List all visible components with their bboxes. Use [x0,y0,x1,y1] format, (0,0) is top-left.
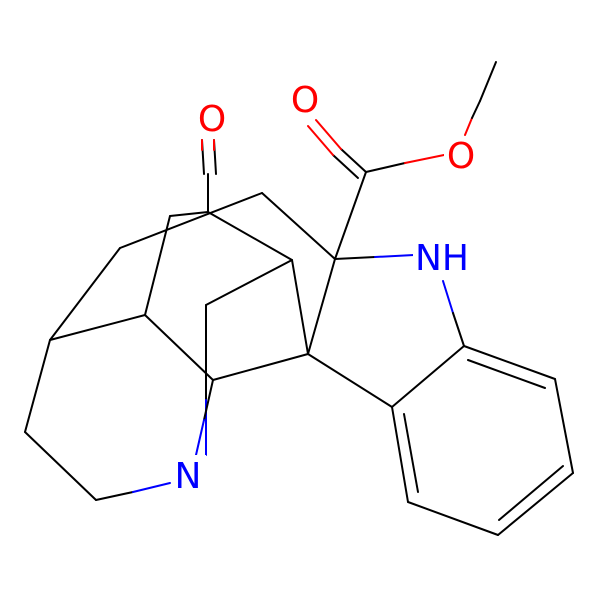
carbonyl-oxygen-label: O [291,80,319,121]
bond-ester-co-1a [340,148,367,173]
ketone-o-bg [195,98,229,136]
bond-c16-nh-a [334,256,376,260]
bond-c16-c17 [334,171,367,260]
ester-o-bg [444,138,478,176]
bond-c6a-c6b [169,211,209,217]
atom-labels: O O O NH N [172,80,478,497]
bond-methyl [479,61,497,102]
bond-c3-c13 [144,314,214,381]
bond-ar-4 [497,472,574,536]
bond-c2-c4 [24,339,51,433]
bond-c10-c11 [205,259,293,306]
ester-oxygen-label: O [447,136,475,177]
bond-ar-2-inner [467,359,546,389]
ketone-oxygen-label: O [198,99,226,140]
bond-ar-4-inner [498,465,564,521]
bond-c4-c5 [24,431,97,501]
bond-c5-n-a [95,491,134,501]
tertiary-nitrogen-label: N [175,456,202,497]
bond-c13-n-a [203,379,214,421]
bond-o-methyl-b [471,100,481,119]
bond-c13-c14 [212,353,309,381]
tertiary-n-bg [172,455,206,493]
carbonyl-o-bg [288,80,322,118]
bond-ar-3 [554,378,574,474]
bond-ar-6 [391,406,409,503]
bond-c2-c3 [49,314,146,341]
bond-c16-nh-b [374,254,415,258]
bond-nh-ar-a [442,280,454,314]
bond-ester-c-o-a [365,162,406,173]
bond-c16-c14 [307,258,336,355]
bond-o-methyl-a [464,117,473,136]
bond-c6a-c10 [207,211,293,261]
carbon-bonds [24,61,574,536]
bond-c6b-c3 [144,215,171,316]
bond-nh-ar-b [452,312,465,347]
bond-ar-2 [463,345,556,380]
bond-c10-c14 [291,259,309,355]
bond-ar-6-inner [403,413,419,493]
bond-ester-co-2a [332,154,359,179]
bond-ar-5 [407,501,499,536]
bond-ester-c-o-b [404,154,445,164]
bond-c1-c2 [49,247,121,341]
hetero-bonds [95,100,481,501]
amine-nh-label: NH [415,238,469,279]
bond-c15-c16 [261,192,336,260]
amine-nh-bg [413,238,471,278]
bond-c13-n-b [195,419,205,456]
bond-ester-co-2b [307,125,334,156]
bond-c14-c20 [307,353,393,408]
bond-ester-co-1b [315,119,342,150]
bond-c15-c1 [119,192,263,249]
bond-c5-n-b [132,482,171,493]
bond-ar-1 [391,345,465,408]
